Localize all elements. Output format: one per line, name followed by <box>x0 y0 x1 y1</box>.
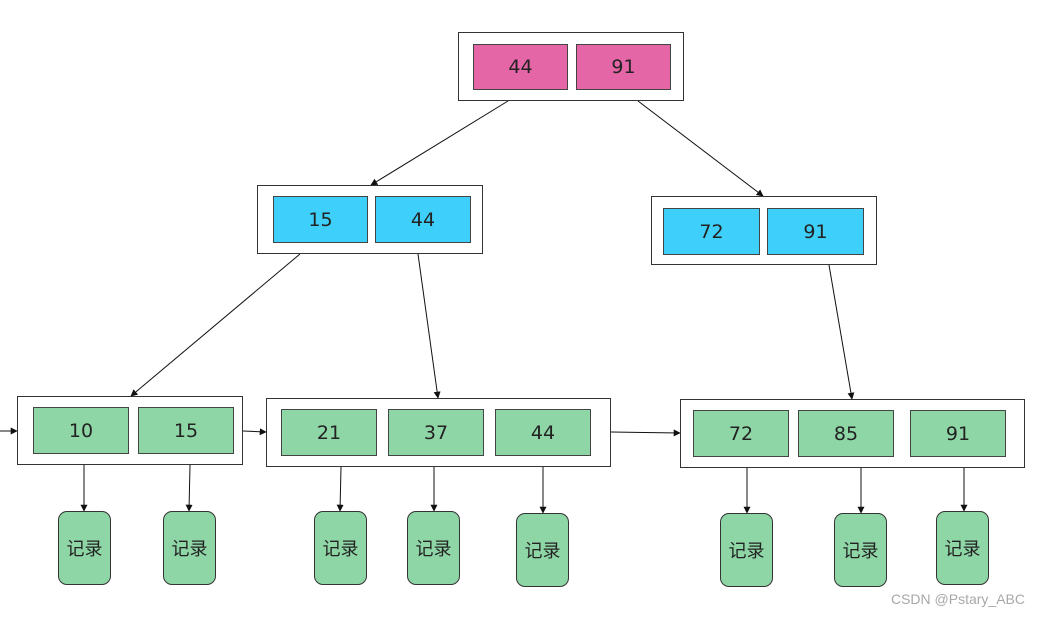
internal-node-left: 15 44 <box>257 185 483 254</box>
leaf-2-to-leaf-3-arrow <box>610 429 681 437</box>
internal-right-to-leaf-3-arrow <box>828 264 855 400</box>
leaf-key: 10 <box>33 407 129 454</box>
leaf-node: 72 85 91 <box>680 399 1025 468</box>
leaf-key: 37 <box>388 409 484 456</box>
internal-left-to-leaf-2-arrow <box>417 253 441 399</box>
watermark: CSDN @Pstary_ABC <box>890 591 1025 607</box>
leaf-node: 21 37 44 <box>266 398 611 467</box>
root-to-internal-right-arrow <box>637 100 764 197</box>
record-box: 记录 <box>163 511 216 585</box>
root-key: 91 <box>576 44 671 90</box>
internal-node-right: 72 91 <box>651 196 877 265</box>
leaf-key: 85 <box>798 410 894 457</box>
root-key: 44 <box>473 44 568 90</box>
leaf-1-to-leaf-2-arrow <box>242 428 267 436</box>
root-node: 44 91 <box>458 32 684 101</box>
leaf-to-record-arrow <box>336 466 344 512</box>
internal-key: 91 <box>767 208 864 255</box>
leaf-key: 72 <box>693 410 789 457</box>
internal-key: 72 <box>663 208 760 255</box>
record-box: 记录 <box>834 513 887 587</box>
leaf-to-record-arrow <box>185 464 193 512</box>
leaf-key: 21 <box>281 409 377 456</box>
leaf-key: 15 <box>138 407 234 454</box>
record-box: 记录 <box>314 511 367 585</box>
record-box: 记录 <box>936 511 989 585</box>
leaf-key: 44 <box>495 409 591 456</box>
record-box: 记录 <box>516 513 569 587</box>
leaf-node: 10 15 <box>17 396 243 465</box>
internal-key: 44 <box>375 196 471 243</box>
root-to-internal-left-arrow <box>370 100 509 186</box>
internal-left-to-leaf-1-arrow <box>130 253 301 397</box>
record-box: 记录 <box>407 511 460 585</box>
leaf-key: 91 <box>910 410 1006 457</box>
record-box: 记录 <box>720 513 773 587</box>
record-box: 记录 <box>58 511 111 585</box>
internal-key: 15 <box>273 196 368 243</box>
